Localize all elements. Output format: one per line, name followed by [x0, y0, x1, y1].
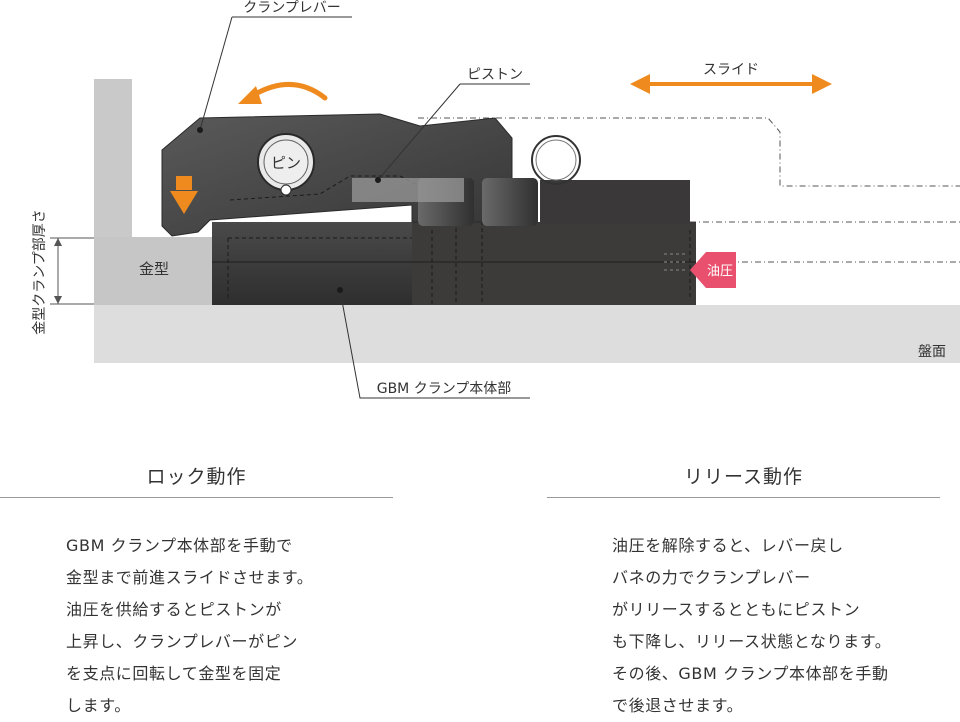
thickness-dimension	[50, 237, 94, 305]
die-wall	[94, 79, 132, 238]
pin-label: ピン	[271, 154, 301, 172]
clamp-mechanism-diagram: ピン スライド 油圧 金型 盤面 金型クランプ部厚さ クランプレバー	[32, 0, 960, 399]
rotation-arrowhead	[238, 86, 262, 104]
oil-pressure-label: 油圧	[707, 264, 733, 279]
body-upper-rail	[540, 180, 690, 224]
gbm-body-block	[212, 222, 412, 305]
clamp-lever-label: クランプレバー	[243, 0, 341, 16]
release-section-title: リリース動作	[683, 466, 804, 488]
clamp-force-arrow-icon	[170, 176, 198, 214]
bolster-label: 盤面	[918, 344, 946, 360]
spring-ring-inner	[535, 139, 577, 181]
lever-rotation-arrow-icon	[249, 82, 328, 101]
piston-label: ピストン	[467, 67, 523, 83]
oil-port-lines	[664, 253, 686, 271]
gbm-body-leader	[339, 289, 530, 399]
gbm-body-leader-dot	[337, 287, 343, 293]
pivot-pin	[263, 139, 309, 185]
slide-arrow-icon	[630, 74, 832, 94]
gbm-body-label: GBM クランプ本体部	[377, 381, 512, 397]
clamp-lever-leader-dot	[197, 127, 203, 133]
spring-ring-icon	[531, 135, 581, 185]
piston-leader	[377, 83, 530, 181]
clamp-lever-leader	[199, 16, 352, 131]
lock-divider	[0, 497, 393, 498]
gbm-body-cylinder	[412, 222, 696, 305]
pin-retaining-clip	[280, 184, 292, 196]
body-hidden-lines	[227, 200, 691, 305]
lock-description: GBM クランプ本体部を手動で 金型まで前進スライドさせます。 油圧を供給すると…	[66, 536, 314, 715]
die-label: 金型	[139, 260, 169, 278]
release-divider	[547, 497, 940, 498]
piston-rod	[352, 178, 464, 202]
release-description: 油圧を解除すると、レバー戻し バネの力でクランプレバー がリリースするとともにピ…	[612, 536, 892, 715]
bolster-plate	[94, 305, 960, 363]
piston-right	[482, 178, 538, 226]
lock-section-title: ロック動作	[146, 466, 247, 488]
piston-leader-dot	[375, 177, 381, 183]
oil-pressure-arrow-icon	[690, 252, 736, 288]
die-clamp-thickness-label: 金型クランプ部厚さ	[32, 209, 48, 335]
die-block	[94, 237, 212, 305]
slide-label: スライド	[703, 62, 759, 78]
